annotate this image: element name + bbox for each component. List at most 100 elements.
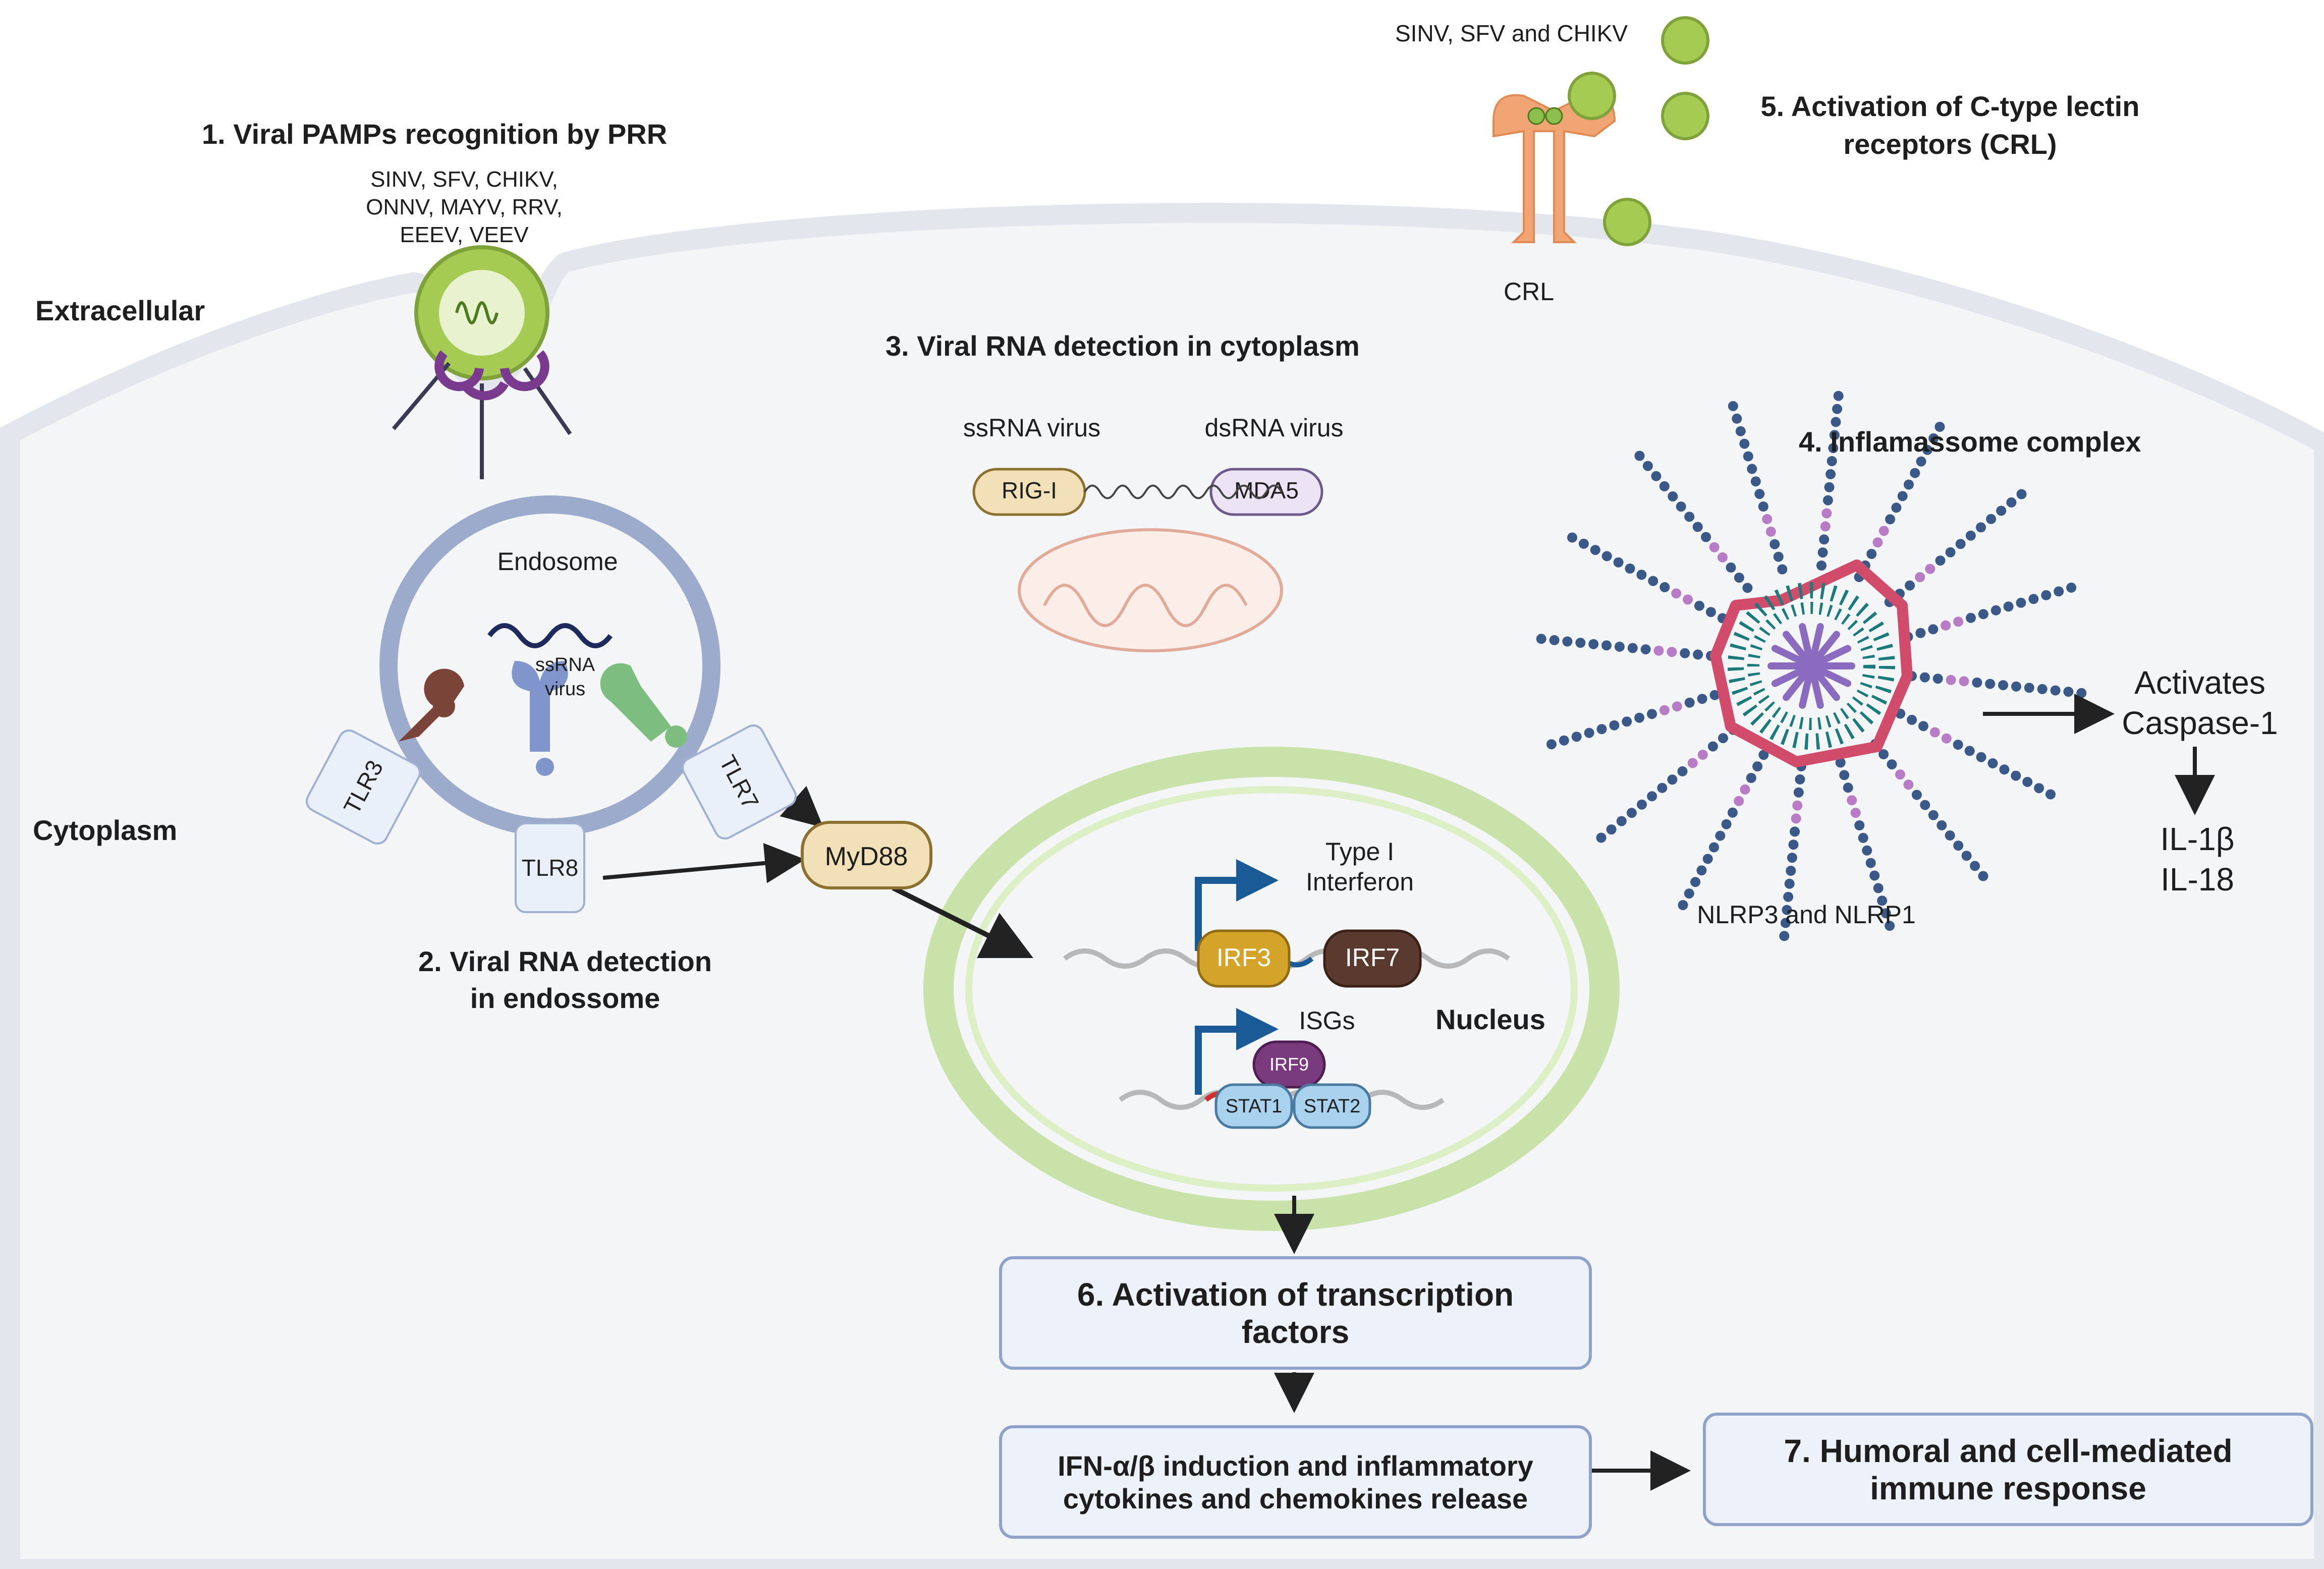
inflammasome-bead <box>1788 839 1799 850</box>
inflammasome-bead <box>1824 482 1835 492</box>
inflammasome-bead <box>1843 782 1853 793</box>
inflammasome-bead <box>1961 851 1972 861</box>
cytoplasm-label: Cytoplasm <box>33 814 177 846</box>
inflammasome-bead <box>1746 773 1756 783</box>
inflammasome-bead <box>1734 573 1744 583</box>
inflammasome-bead <box>1907 714 1917 725</box>
inflammasome-bead <box>1822 495 1833 506</box>
inflammasome-bead <box>1928 433 1939 443</box>
inflammasome-bead <box>1684 888 1694 899</box>
inflammasome-bead <box>1918 721 1928 732</box>
inflammasome-bead <box>1793 787 1804 798</box>
inflammasome-bead <box>1721 819 1732 829</box>
inflammasome-bead <box>1765 526 1776 537</box>
ssrna-label-line-2: virus <box>545 679 585 700</box>
inflammasome-bead <box>1828 443 1839 454</box>
svg-text:STAT2: STAT2 <box>1304 1096 1361 1117</box>
inflammasome-bead <box>1762 514 1773 524</box>
inflammasome-bead <box>1671 588 1682 599</box>
inflammasome-bead <box>2011 681 2021 692</box>
inflammasome-bead <box>1820 521 1831 532</box>
nucleus-label: Nucleus <box>1435 1003 1545 1035</box>
inflammasome-bead <box>1978 871 1988 881</box>
inflammasome-spokes <box>1536 390 2087 941</box>
inflammasome-bead <box>1941 620 1951 631</box>
inflammasome-bead <box>1819 534 1830 545</box>
irf9-factor: IRF9 <box>1252 1040 1326 1089</box>
ssrna-label-line-1: ssRNA <box>535 654 595 676</box>
inflammasome-bead <box>1684 512 1695 522</box>
inflammasome-bead <box>1747 464 1757 474</box>
inflammasome-bead <box>1935 555 1946 566</box>
inflammasome-bead <box>1718 733 1728 744</box>
inflammasome-bead <box>1578 538 1589 549</box>
inflammasome-bead <box>2022 776 2033 787</box>
inflammasome-bead <box>1590 545 1600 555</box>
inflammasome-bead <box>1905 580 1915 591</box>
step7-box: 7. Humoral and cell-mediated immune resp… <box>1703 1413 2313 1526</box>
inflammasome-bead <box>1925 564 1935 574</box>
inflammasome-bead <box>1829 430 1840 440</box>
inflammasome-bead <box>1816 561 1827 571</box>
inflammasome-bead <box>1946 675 1956 685</box>
inflammasome-bead <box>1715 830 1726 841</box>
inflammasome-bead <box>1986 514 1997 524</box>
step1-virus-line-2: ONNV, MAYV, RRV, <box>366 195 563 219</box>
inflammasome-bead <box>1727 807 1738 818</box>
inflammasome-bead <box>1795 774 1805 784</box>
svg-text:IRF3: IRF3 <box>1216 943 1271 972</box>
inflammasome-bead <box>1651 471 1662 481</box>
inflammasome-bead <box>1752 761 1763 772</box>
rigi-receptor: RIG-I <box>972 468 1086 516</box>
il1b-label: IL-1β <box>2160 821 2234 857</box>
inflammasome-bead <box>1659 481 1670 491</box>
il18-label: IL-18 <box>2161 861 2234 898</box>
inflammasome-bead <box>1718 552 1728 563</box>
myd88-adaptor: MyD88 <box>801 821 932 889</box>
inflammasome-bead <box>1919 672 1930 683</box>
inflammasome-bead <box>2037 684 2048 694</box>
step5-title-line-2: receptors (CRL) <box>1843 128 2057 160</box>
inflammasome-bead <box>1839 770 1850 780</box>
inflammasome-bead <box>2024 683 2034 693</box>
inflammasome-bead <box>1622 716 1632 727</box>
inflammasome-bead <box>1667 647 1677 657</box>
inflammasome-bead <box>1929 727 1940 738</box>
step3-title: 3. Viral RNA detection in cytoplasm <box>886 330 1360 362</box>
inflammasome-bead <box>2066 582 2077 593</box>
inflammasome-bead <box>1668 491 1678 501</box>
inflammasome-bead <box>1976 752 1986 762</box>
svg-text:STAT1: STAT1 <box>1226 1096 1283 1117</box>
inflammasome-bead <box>1965 530 1976 541</box>
inflammasome-bead <box>1648 576 1658 586</box>
inflammasome-bead <box>1614 641 1625 652</box>
inflammasome-bead <box>1833 390 1844 401</box>
inflammasome-bead <box>1831 417 1841 427</box>
type1-ifn-label-line-2: Interferon <box>1306 868 1414 896</box>
mitochondrion <box>1018 528 1283 652</box>
step4-title: 4. Inflamassome complex <box>1799 426 2141 458</box>
inflammasome-bead <box>1690 877 1701 887</box>
inflammasome-bead <box>1709 542 1720 552</box>
inflammasome-bead <box>2003 601 2014 612</box>
ssrna-strand <box>487 623 613 648</box>
inflammasome-bead <box>1904 479 1914 490</box>
isg-transcription-arrow <box>1195 1008 1279 1095</box>
inflammasome-bead <box>1880 908 1891 919</box>
tlr8-to-myd88-arrow <box>602 843 805 883</box>
inflammasome-bead <box>1990 605 2001 615</box>
inflammasome-bead <box>1976 522 1986 533</box>
activates-label-line-2: Caspase-1 <box>2122 705 2278 741</box>
inflammasome-bead <box>1697 694 1707 704</box>
inflammasome-bead <box>2034 783 2044 794</box>
inflammasome-bead <box>1978 609 1988 620</box>
inflammasome-bead <box>1596 832 1607 843</box>
inflammasome-bead <box>2011 770 2021 781</box>
inflammasome-bead <box>1707 741 1718 752</box>
inflammasome-bead <box>1653 645 1664 656</box>
dsrna-virus-label: dsRNA virus <box>1204 414 1343 442</box>
inflammasome-bead <box>1657 782 1668 793</box>
inflammasome-bead <box>1903 779 1914 790</box>
svg-text:IRF7: IRF7 <box>1345 943 1400 972</box>
inflammasome-bead <box>1773 551 1784 562</box>
